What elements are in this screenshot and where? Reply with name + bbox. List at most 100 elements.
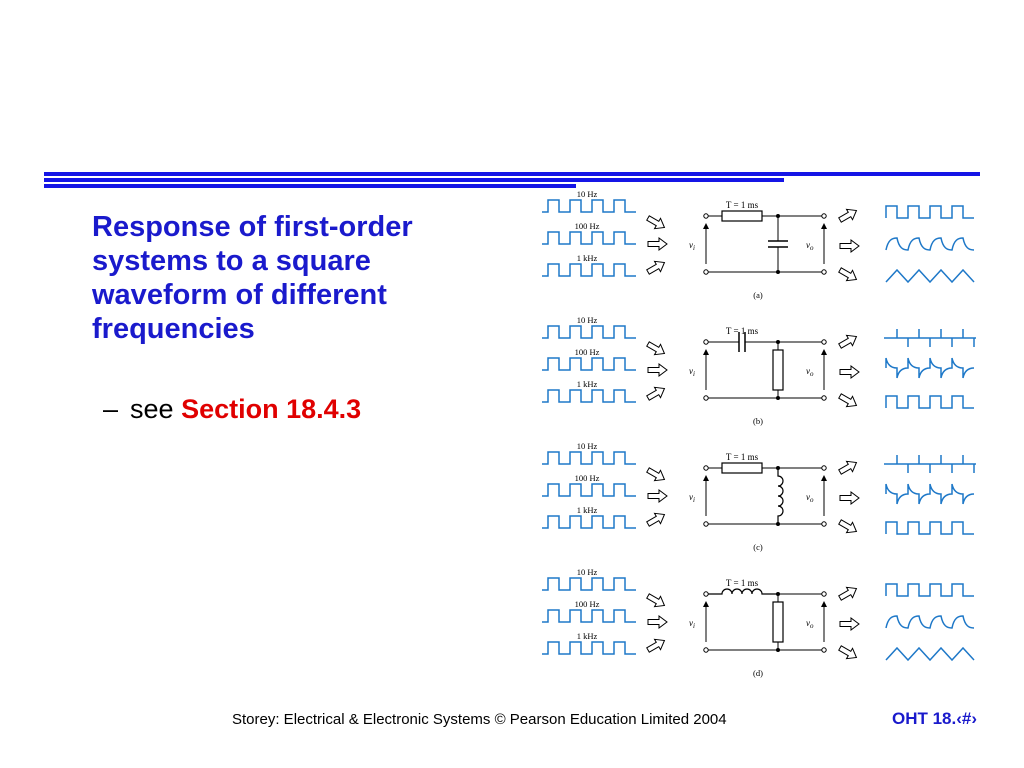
- terminal-node: [703, 339, 709, 345]
- arrow-right-icon: [647, 237, 668, 251]
- terminal-node: [821, 591, 827, 597]
- arrow-right-down-icon: [838, 393, 858, 408]
- terminal-node: [703, 213, 709, 219]
- output-square-wave: [885, 521, 974, 535]
- inductor-symbol: [777, 468, 784, 524]
- input-square-wave: [542, 515, 636, 529]
- header-bar-1: [44, 172, 980, 176]
- section-reference: Section 18.4.3: [181, 394, 362, 424]
- frequency-label: 100 Hz: [575, 221, 600, 231]
- arrow-right-icon: [647, 489, 668, 503]
- terminal-node: [703, 591, 709, 597]
- arrow-right-down-icon: [838, 519, 858, 534]
- frequency-label: 10 Hz: [577, 315, 598, 325]
- voltage-arrowhead: [703, 349, 709, 355]
- frequency-label: 10 Hz: [577, 441, 598, 451]
- junction-dot: [776, 592, 780, 596]
- output-voltage-label: vo: [806, 240, 814, 252]
- arrow-right-down-icon: [646, 467, 666, 482]
- period-label: T = 1 ms: [726, 452, 759, 462]
- output-square-wave: [885, 205, 974, 219]
- arrow-right-down-icon: [646, 593, 666, 608]
- output-triangle-wave: [885, 646, 975, 662]
- terminal-node: [703, 521, 709, 527]
- input-square-wave: [542, 263, 636, 277]
- input-square-wave: [542, 641, 636, 655]
- input-voltage-label: vi: [689, 240, 695, 252]
- junction-dot: [776, 648, 780, 652]
- frequency-label: 10 Hz: [577, 189, 598, 199]
- header-bar-3: [44, 184, 576, 188]
- voltage-arrowhead: [821, 223, 827, 229]
- resistor-symbol: [721, 210, 763, 222]
- input-square-wave: [542, 389, 636, 403]
- arrow-right-icon: [839, 617, 860, 631]
- terminal-node: [703, 647, 709, 653]
- terminal-node: [821, 339, 827, 345]
- input-square-wave: [542, 357, 636, 371]
- arrow-right-up-icon: [838, 334, 858, 349]
- output-charge-wave: [885, 615, 975, 629]
- arrow-right-up-icon: [646, 512, 666, 527]
- terminal-node: [821, 647, 827, 653]
- junction-dot: [776, 270, 780, 274]
- resistor-symbol: [772, 349, 784, 391]
- header-bars: [44, 172, 980, 188]
- frequency-label: 100 Hz: [575, 347, 600, 357]
- frequency-label: 1 kHz: [577, 379, 598, 389]
- bullet-line: –see Section 18.4.3: [103, 394, 361, 425]
- resistor-symbol: [721, 462, 763, 474]
- output-spikes-wave: [884, 455, 976, 473]
- terminal-node: [703, 395, 709, 401]
- arrow-right-icon: [647, 615, 668, 629]
- arrow-right-icon: [647, 363, 668, 377]
- arrow-right-up-icon: [646, 638, 666, 653]
- arrow-right-icon: [839, 491, 860, 505]
- terminal-node: [703, 269, 709, 275]
- resistor-symbol: [772, 601, 784, 643]
- voltage-arrowhead: [703, 223, 709, 229]
- frequency-label: 100 Hz: [575, 473, 600, 483]
- output-voltage-label: vo: [806, 366, 814, 378]
- bullet-dash: –: [103, 394, 119, 424]
- period-label: T = 1 ms: [726, 200, 759, 210]
- output-triangle-wave: [885, 268, 975, 284]
- input-square-wave: [542, 325, 636, 339]
- arrow-right-up-icon: [838, 208, 858, 223]
- junction-dot: [776, 396, 780, 400]
- voltage-arrowhead: [703, 601, 709, 607]
- voltage-arrowhead: [821, 475, 827, 481]
- input-voltage-label: vi: [689, 618, 695, 630]
- input-square-wave: [542, 483, 636, 497]
- terminal-node: [821, 521, 827, 527]
- terminal-node: [821, 269, 827, 275]
- slide-title: Response of first-order systems to a squ…: [92, 211, 413, 345]
- period-label: T = 1 ms: [726, 578, 759, 588]
- input-square-wave: [542, 609, 636, 623]
- footer-text: Storey: Electrical & Electronic Systems …: [232, 711, 727, 728]
- output-spikes-wave: [884, 329, 976, 347]
- output-charge-wave: [885, 237, 975, 251]
- input-square-wave: [542, 231, 636, 245]
- bullet-prefix: see: [130, 394, 174, 424]
- terminal-node: [703, 465, 709, 471]
- input-voltage-label: vi: [689, 492, 695, 504]
- frequency-label: 1 kHz: [577, 253, 598, 263]
- arrow-right-down-icon: [838, 645, 858, 660]
- arrow-right-down-icon: [838, 267, 858, 282]
- junction-dot: [776, 466, 780, 470]
- output-decay-wave: [885, 483, 975, 505]
- period-label: T = 1 ms: [726, 326, 759, 336]
- junction-dot: [776, 522, 780, 526]
- voltage-arrowhead: [703, 475, 709, 481]
- frequency-label: 10 Hz: [577, 567, 598, 577]
- arrow-right-down-icon: [646, 341, 666, 356]
- frequency-label: 1 kHz: [577, 631, 598, 641]
- panel-caption: (d): [753, 668, 763, 678]
- voltage-arrowhead: [821, 349, 827, 355]
